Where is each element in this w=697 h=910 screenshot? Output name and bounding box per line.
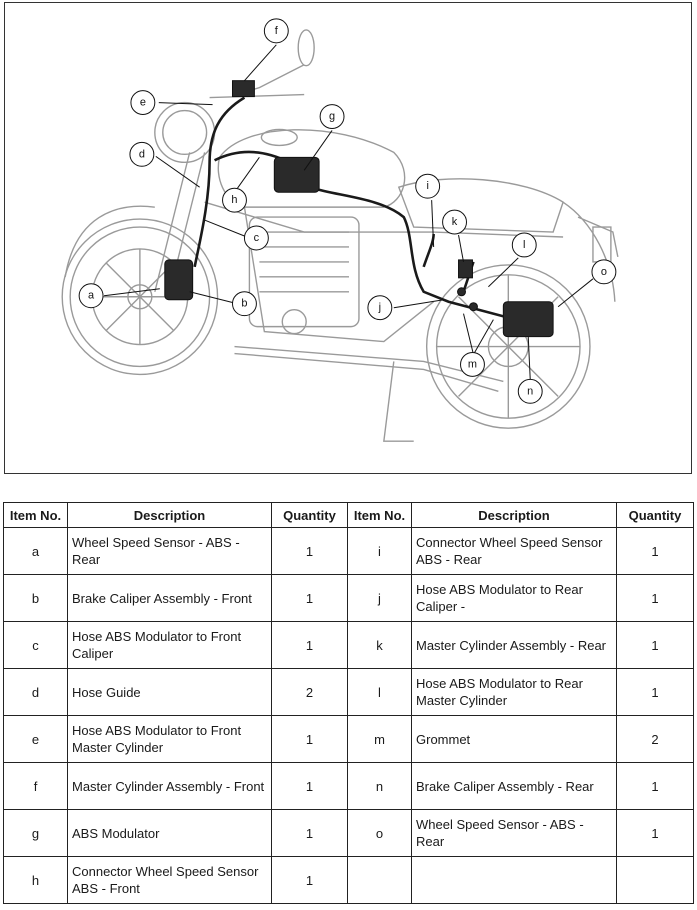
callout-d-marker	[129, 141, 155, 167]
callout-k-marker	[442, 209, 467, 235]
callout-a-marker	[78, 283, 104, 309]
description-cell: Master Cylinder Assembly - Rear	[411, 621, 617, 669]
callout-b-label: b	[241, 298, 247, 310]
quantity-cell: 1	[271, 527, 348, 575]
item-cell: a	[3, 527, 68, 575]
callout-j-label: j	[378, 302, 381, 314]
quantity-cell: 1	[271, 762, 348, 810]
callout-a-label: a	[88, 290, 95, 302]
callout-m-marker	[460, 352, 485, 377]
item-cell: m	[347, 715, 412, 763]
callout-d-label: d	[139, 148, 145, 160]
description-cell: ABS Modulator	[67, 809, 272, 857]
description-cell: Hose Guide	[67, 668, 272, 716]
header-quantity-right: Quantity	[616, 502, 694, 528]
callout-c-marker	[243, 225, 269, 251]
quantity-cell: 1	[271, 856, 348, 904]
callout-g-label: g	[329, 111, 335, 123]
callout-j-marker	[367, 295, 393, 321]
item-cell: h	[3, 856, 68, 904]
item-cell: g	[3, 809, 68, 857]
callout-b-marker	[231, 291, 257, 317]
table-row: h Connector Wheel Speed Sensor ABS - Fro…	[3, 856, 694, 904]
description-cell: Grommet	[411, 715, 617, 763]
quantity-cell: 1	[616, 762, 694, 810]
callout-m-label: m	[468, 358, 477, 370]
quantity-cell: 1	[616, 621, 694, 669]
item-cell: k	[347, 621, 412, 669]
header-item-no-right: Item No.	[347, 502, 412, 528]
item-cell: j	[347, 574, 412, 622]
callout-h-marker	[222, 187, 247, 213]
header-quantity-left: Quantity	[271, 502, 348, 528]
callout-o-label: o	[601, 266, 607, 278]
description-cell: Master Cylinder Assembly - Front	[67, 762, 272, 810]
motorcycle-illustration: a b c d e f g h i j k l m n o	[61, 18, 619, 442]
description-cell: Hose ABS Modulator to Front Master Cylin…	[67, 715, 272, 763]
table-row: e Hose ABS Modulator to Front Master Cyl…	[3, 715, 694, 763]
callout-k-label: k	[452, 216, 458, 228]
description-cell: Hose ABS Modulator to Rear Master Cylind…	[411, 668, 617, 716]
callout-f-marker	[263, 18, 289, 44]
table-header-row: Item No. Description Quantity Item No. D…	[3, 502, 694, 528]
item-cell: f	[3, 762, 68, 810]
description-cell: Connector Wheel Speed Sensor ABS - Front	[67, 856, 272, 904]
item-cell: e	[3, 715, 68, 763]
quantity-cell: 1	[616, 809, 694, 857]
callout-f-label: f	[275, 25, 279, 37]
callout-h-label: h	[231, 194, 237, 206]
callout-o-marker	[591, 259, 617, 285]
quantity-cell: 1	[616, 527, 694, 575]
quantity-cell	[616, 856, 694, 904]
quantity-cell: 1	[271, 809, 348, 857]
description-cell	[411, 856, 617, 904]
item-cell: o	[347, 809, 412, 857]
table-row: d Hose Guide 2 l Hose ABS Modulator to R…	[3, 668, 694, 716]
quantity-cell: 1	[271, 621, 348, 669]
quantity-cell: 1	[271, 574, 348, 622]
description-cell: Brake Caliper Assembly - Front	[67, 574, 272, 622]
item-cell: l	[347, 668, 412, 716]
header-description-left: Description	[67, 502, 272, 528]
header-description-right: Description	[411, 502, 617, 528]
callout-n-label: n	[527, 385, 533, 397]
motorcycle-abs-diagram: a b c d e f g h i j k l m n o	[4, 2, 692, 474]
table-row: b Brake Caliper Assembly - Front 1 j Hos…	[3, 574, 694, 622]
callout-e-label: e	[140, 97, 146, 109]
quantity-cell: 2	[271, 668, 348, 716]
item-cell: c	[3, 621, 68, 669]
callout-n-marker	[517, 378, 543, 404]
description-cell: Wheel Speed Sensor - ABS - Rear	[411, 809, 617, 857]
callout-g-marker	[319, 104, 345, 129]
table-row: c Hose ABS Modulator to Front Caliper 1 …	[3, 621, 694, 669]
description-cell: Brake Caliper Assembly - Rear	[411, 762, 617, 810]
table-row: g ABS Modulator 1 o Wheel Speed Sensor -…	[3, 809, 694, 857]
callout-i-marker	[415, 173, 441, 199]
quantity-cell: 1	[271, 715, 348, 763]
quantity-cell: 1	[616, 668, 694, 716]
description-cell: Hose ABS Modulator to Rear Caliper -	[411, 574, 617, 622]
header-item-no-left: Item No.	[3, 502, 68, 528]
callout-i-label: i	[426, 180, 428, 192]
callout-e-marker	[130, 90, 156, 116]
item-cell: b	[3, 574, 68, 622]
quantity-cell: 1	[616, 574, 694, 622]
description-cell: Wheel Speed Sensor - ABS - Rear	[67, 527, 272, 575]
item-cell	[347, 856, 412, 904]
quantity-cell: 2	[616, 715, 694, 763]
table-row: a Wheel Speed Sensor - ABS - Rear 1 i Co…	[3, 527, 694, 575]
item-cell: d	[3, 668, 68, 716]
callout-c-label: c	[254, 232, 260, 244]
parts-table: Item No. Description Quantity Item No. D…	[3, 502, 694, 904]
description-cell: Connector Wheel Speed Sensor ABS - Rear	[411, 527, 617, 575]
callout-l-marker	[511, 232, 537, 258]
item-cell: i	[347, 527, 412, 575]
description-cell: Hose ABS Modulator to Front Caliper	[67, 621, 272, 669]
callout-l-label: l	[523, 239, 525, 251]
table-row: f Master Cylinder Assembly - Front 1 n B…	[3, 762, 694, 810]
item-cell: n	[347, 762, 412, 810]
